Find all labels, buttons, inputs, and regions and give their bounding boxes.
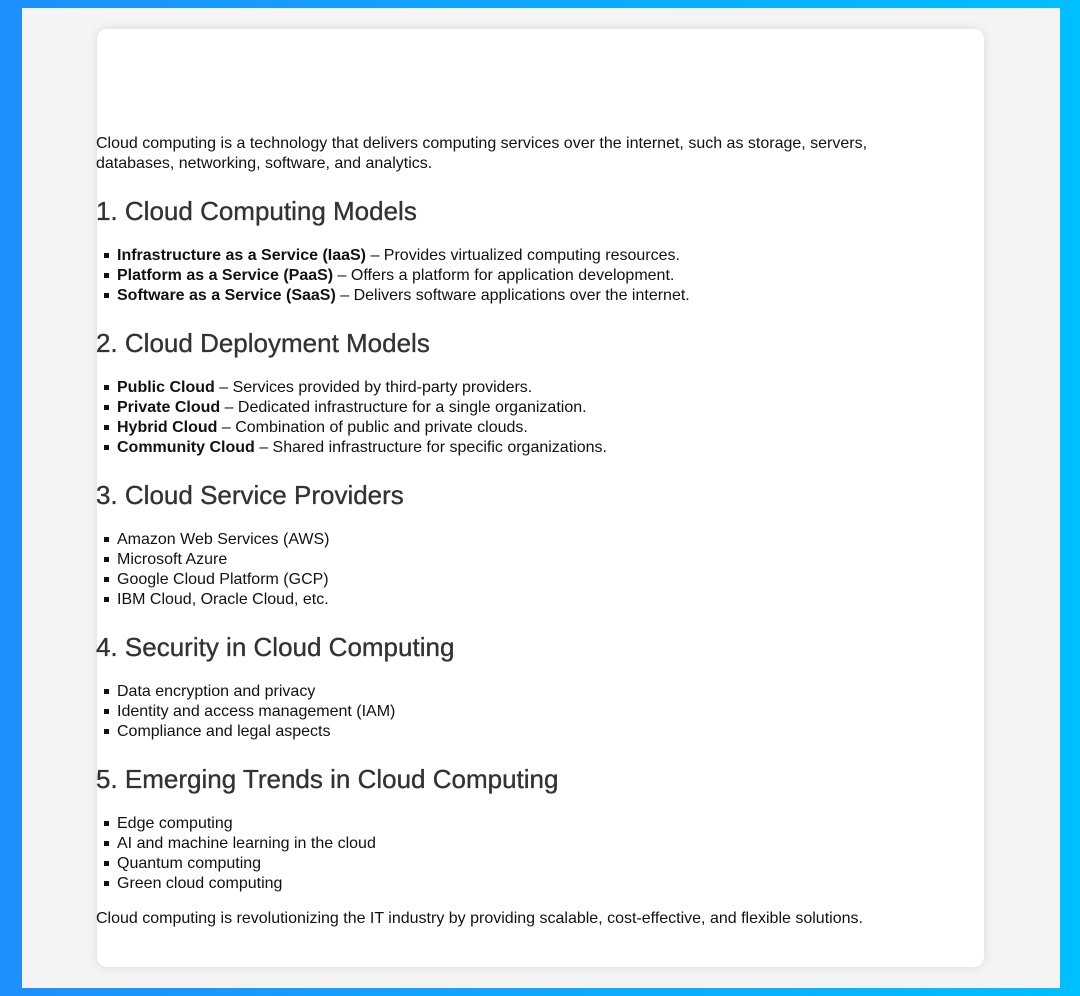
list-item: Identity and access management (IAM)	[104, 702, 946, 722]
list-item: Microsoft Azure	[104, 550, 946, 570]
list-item: IBM Cloud, Oracle Cloud, etc.	[104, 590, 946, 610]
list-item: Quantum computing	[104, 854, 946, 874]
list-item-term: Public Cloud	[117, 379, 215, 396]
list-item-description: – Provides virtualized computing resourc…	[366, 247, 680, 264]
list-item-term: Infrastructure as a Service (IaaS)	[117, 247, 367, 264]
list-item-term: Community Cloud	[117, 439, 255, 456]
list-item-term: Private Cloud	[117, 399, 221, 416]
list-item-term: Hybrid Cloud	[117, 419, 218, 436]
list-item: Edge computing	[104, 814, 946, 834]
list-item-description: – Shared infrastructure for specific org…	[254, 439, 607, 456]
list-item-term: Platform as a Service (PaaS)	[117, 267, 334, 284]
list-item: Hybrid Cloud – Combination of public and…	[104, 418, 946, 438]
article-card	[97, 29, 984, 967]
section-heading-trends: 5. Emerging Trends in Cloud Computing	[96, 764, 559, 794]
section-heading-providers: 3. Cloud Service Providers	[96, 480, 404, 510]
list-item-description: – Dedicated infrastructure for a single …	[220, 399, 587, 416]
list-item: Community Cloud – Shared infrastructure …	[104, 438, 946, 458]
list-item: Software as a Service (SaaS) – Delivers …	[104, 286, 946, 306]
section-heading-deployment: 2. Cloud Deployment Models	[96, 328, 430, 358]
list-item: Public Cloud – Services provided by thir…	[104, 378, 946, 398]
intro-paragraph: Cloud computing is a technology that del…	[96, 135, 868, 172]
section-list-providers: Amazon Web Services (AWS) Microsoft Azur…	[96, 530, 946, 610]
outro-paragraph: Cloud computing is revolutionizing the I…	[96, 910, 863, 927]
list-item: Infrastructure as a Service (IaaS) – Pro…	[104, 246, 946, 266]
page-background	[22, 8, 1060, 988]
section-heading-models: 1. Cloud Computing Models	[96, 196, 417, 226]
section-heading-security: 4. Security in Cloud Computing	[96, 632, 455, 662]
list-item-term: Software as a Service (SaaS)	[117, 287, 336, 304]
section-list-models: Infrastructure as a Service (IaaS) – Pro…	[96, 246, 946, 306]
list-item: AI and machine learning in the cloud	[104, 834, 946, 854]
section-list-trends: Edge computing AI and machine learning i…	[96, 814, 946, 894]
section-list-security: Data encryption and privacy Identity and…	[96, 682, 946, 742]
article-content: Cloud computing is a technology that del…	[96, 134, 946, 929]
list-item: Private Cloud – Dedicated infrastructure…	[104, 398, 946, 418]
list-item-description: – Delivers software applications over th…	[335, 287, 690, 304]
list-item-description: – Services provided by third-party provi…	[214, 379, 533, 396]
section-list-deployment: Public Cloud – Services provided by thir…	[96, 378, 946, 458]
list-item: Green cloud computing	[104, 874, 946, 894]
list-item-description: – Combination of public and private clou…	[217, 419, 528, 436]
list-item-description: – Offers a platform for application deve…	[333, 267, 675, 284]
list-item: Data encryption and privacy	[104, 682, 946, 702]
list-item: Google Cloud Platform (GCP)	[104, 570, 946, 590]
list-item: Compliance and legal aspects	[104, 722, 946, 742]
list-item: Amazon Web Services (AWS)	[104, 530, 946, 550]
list-item: Platform as a Service (PaaS) – Offers a …	[104, 266, 946, 286]
